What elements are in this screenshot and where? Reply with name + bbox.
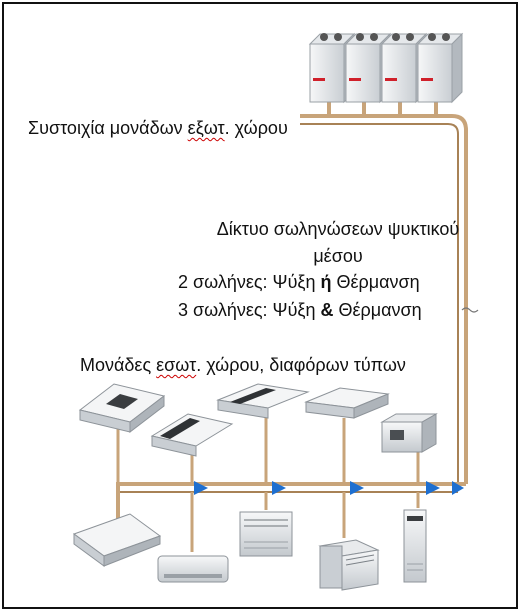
two-pipe-label: 2 σωλήνες: Ψύξη ή Θέρμανση <box>178 271 420 293</box>
outdoor-unit-4 <box>416 32 464 104</box>
two-pipe-label-suffix: Θέρμανση <box>331 272 420 292</box>
indoor-unit-floor-ceiling <box>239 511 293 557</box>
indoor-units-label-part-2: εσωτ <box>156 355 197 375</box>
vrf-system-diagram <box>72 32 479 591</box>
indoor-units-label-part-1: Μονάδες <box>80 355 157 375</box>
outdoor-array-label-part-2: εξωτ <box>187 118 225 138</box>
flow-arrows <box>194 481 464 495</box>
indoor-unit-wall-mounted-large <box>72 513 162 567</box>
outdoor-unit-array <box>308 32 464 104</box>
pipe-break-mark <box>461 307 479 313</box>
branch-pipes-lower <box>190 492 420 552</box>
two-pipe-label-operator: ή <box>320 272 332 292</box>
two-pipe-label-prefix: 2 σωλήνες: Ψύξη <box>178 272 321 292</box>
indoor-unit-cassette-4way <box>78 383 166 434</box>
indoor-units-label-part-3: . χώρου, διαφόρων τύπων <box>196 355 406 375</box>
network-label-line-1: Δίκτυο σωληνώσεων ψυκτικού <box>216 219 460 239</box>
indoor-unit-concealed-duct <box>380 413 438 453</box>
network-label-line-2: μέσου <box>313 246 363 266</box>
three-pipe-label-suffix: Θέρμανση <box>333 300 422 320</box>
outdoor-array-label: Συστοιχία μονάδων εξωτ. χώρου <box>28 117 288 139</box>
three-pipe-label-prefix: 3 σωλήνες: Ψύξη <box>178 300 321 320</box>
indoor-unit-wall-mounted <box>157 555 229 583</box>
outdoor-array-label-part-1: Συστοιχία μονάδων <box>28 118 188 138</box>
indoor-unit-cassette-2way <box>216 383 310 419</box>
three-pipe-label-operator: & <box>320 300 334 320</box>
indoor-unit-floor-standing <box>403 509 427 583</box>
outdoor-array-label-part-3: . χώρου <box>224 118 288 138</box>
indoor-units-label: Μονάδες εσωτ. χώρου, διαφόρων τύπων <box>80 354 406 376</box>
indoor-unit-cassette-1way <box>150 413 234 457</box>
indoor-unit-floor-console <box>318 539 380 591</box>
three-pipe-label: 3 σωλήνες: Ψύξη & Θέρμανση <box>178 299 422 321</box>
indoor-unit-ducted <box>304 387 390 419</box>
